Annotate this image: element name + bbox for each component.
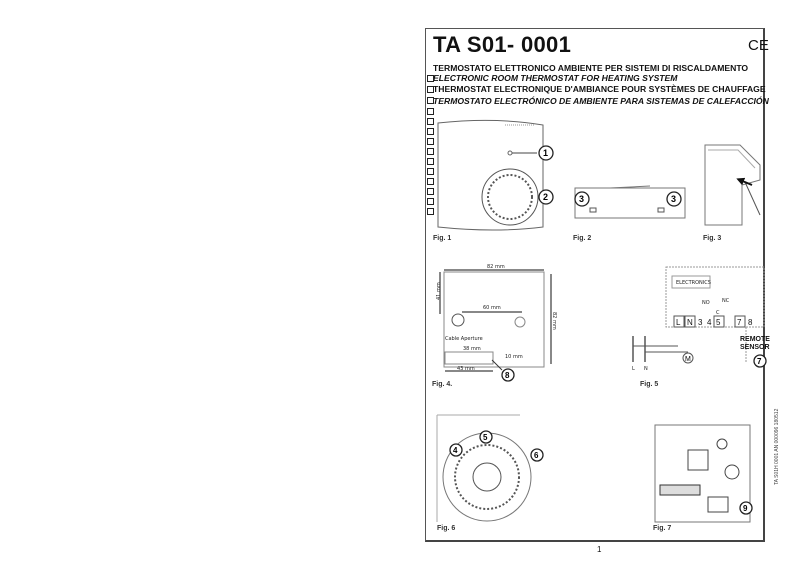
- svg-text:3: 3: [671, 194, 676, 204]
- checkbox-icon: [427, 138, 434, 145]
- svg-text:8: 8: [748, 318, 753, 327]
- title-italian: TERMOSTATO ELETTRONICO AMBIENTE PER SIST…: [433, 63, 749, 73]
- sensor-label: SENSOR: [740, 344, 770, 351]
- fig6-label: Fig. 6: [437, 525, 456, 532]
- svg-text:C: C: [716, 310, 720, 316]
- svg-text:5: 5: [483, 433, 488, 442]
- checkbox-icon: [427, 118, 434, 125]
- svg-text:41 mm: 41 mm: [436, 282, 442, 300]
- svg-text:NC: NC: [722, 298, 730, 304]
- svg-text:4: 4: [707, 318, 712, 327]
- svg-text:N: N: [644, 366, 648, 372]
- fig1-thermostat-drawing: 1 2: [437, 119, 554, 231]
- fig3-side-view-drawing: [704, 144, 761, 226]
- checkbox-icon: [427, 208, 434, 215]
- svg-text:82 mm: 82 mm: [551, 312, 557, 330]
- svg-text:7: 7: [757, 357, 762, 366]
- svg-text:ELECTRONICS: ELECTRONICS: [676, 280, 711, 286]
- callout-1: 1: [543, 148, 548, 158]
- checkbox-icon: [427, 198, 434, 205]
- svg-text:5: 5: [716, 318, 721, 327]
- svg-text:3: 3: [698, 318, 703, 327]
- fig7-pcb-drawing: 9: [654, 424, 753, 523]
- page-number: 1: [597, 545, 602, 554]
- svg-text:6: 6: [534, 451, 539, 460]
- fig2-bottom-view-drawing: 3 3: [574, 185, 686, 219]
- svg-text:10 mm: 10 mm: [505, 354, 523, 360]
- svg-text:M: M: [685, 356, 691, 363]
- svg-text:8: 8: [505, 371, 510, 380]
- checkbox-icon: [427, 188, 434, 195]
- fig5-label: Fig. 5: [640, 381, 659, 388]
- svg-text:NO: NO: [702, 300, 710, 306]
- fig4-label: Fig. 4.: [432, 381, 453, 388]
- svg-text:L: L: [632, 366, 635, 372]
- svg-text:7: 7: [737, 318, 742, 327]
- side-code: TA S01H 0001 AN 000096 180512: [774, 408, 780, 485]
- title-french: THERMOSTAT ELECTRONIQUE D'AMBIANCE POUR …: [433, 84, 766, 94]
- fig3-label: Fig. 3: [703, 235, 722, 242]
- checkbox-icon: [427, 148, 434, 155]
- title-spanish: TERMOSTATO ELECTRÓNICO DE AMBIENTE PARA …: [433, 96, 769, 106]
- svg-text:3: 3: [579, 194, 584, 204]
- fig7-label: Fig. 7: [653, 525, 672, 532]
- remote-label: REMOTE: [740, 336, 770, 343]
- checkbox-icon: [427, 128, 434, 135]
- title-english: ELECTRONIC ROOM THERMOSTAT FOR HEATING S…: [433, 73, 678, 83]
- svg-text:L: L: [676, 318, 681, 327]
- fig4-dimensions-drawing: 82 mm 41 mm 60 mm 82 mm Cable Aperture 3…: [436, 264, 557, 382]
- checkbox-icon: [427, 178, 434, 185]
- svg-text:43 mm: 43 mm: [457, 366, 475, 372]
- checkbox-icon: [427, 75, 434, 82]
- ce-mark: CE: [748, 37, 769, 54]
- checkbox-icon: [427, 86, 434, 93]
- fig1-label: Fig. 1: [433, 235, 452, 242]
- checkbox-icon: [427, 168, 434, 175]
- svg-text:60 mm: 60 mm: [483, 305, 501, 311]
- checkbox-icon: [427, 97, 434, 104]
- svg-text:N: N: [687, 318, 693, 327]
- svg-text:38 mm: 38 mm: [463, 346, 481, 352]
- checkbox-icon: [427, 158, 434, 165]
- document-title: TA S01- 0001: [433, 32, 572, 57]
- callout-2: 2: [543, 192, 548, 202]
- fig2-label: Fig. 2: [573, 235, 592, 242]
- checkbox-icon: [427, 108, 434, 115]
- svg-text:4: 4: [453, 446, 458, 455]
- svg-text:Cable Aperture: Cable Aperture: [445, 336, 483, 342]
- svg-text:82 mm: 82 mm: [487, 264, 505, 270]
- fig6-dial-drawing: 4 5 6: [436, 414, 544, 522]
- svg-text:9: 9: [743, 504, 748, 513]
